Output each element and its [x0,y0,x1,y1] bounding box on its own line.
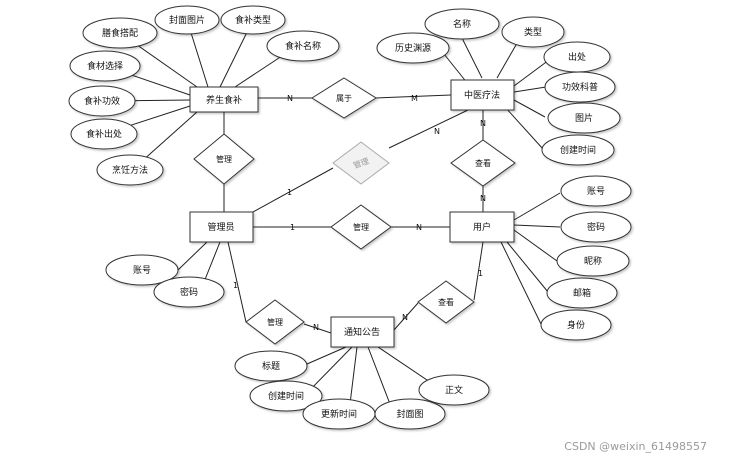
attribute-yangsheng: 烹饪方法 [96,154,164,186]
svg-text:邮箱: 邮箱 [573,287,591,299]
relationship-belongs: 属于 [311,77,377,119]
entity-label: 养生食补 [206,94,242,106]
cardinality-label: N [313,323,319,332]
relationship-label: 管理 [353,222,369,232]
svg-text:食补名称: 食补名称 [285,40,321,52]
entity-label: 通知公告 [344,326,380,338]
attribute-zhongyi: 名称 [424,8,500,40]
cardinality-label: 1 [290,223,295,232]
attribute-zhongyi: 功效科普 [544,71,616,103]
svg-text:密码: 密码 [587,221,605,233]
relationship-manage-faded: 管理 [332,141,390,185]
cardinality-label: 1 [233,281,238,290]
attribute-user: 邮箱 [546,277,618,309]
svg-text:账号: 账号 [587,186,605,197]
svg-text:昵称: 昵称 [584,255,602,267]
cardinality-label: M [411,94,418,103]
cardinality-label: N [480,119,486,128]
attribute-notice: 标题 [234,350,308,382]
svg-text:膳食搭配: 膳食搭配 [102,27,138,39]
cardinality-label: N [434,127,440,136]
svg-text:食补类型: 食补类型 [235,14,271,26]
svg-text:类型: 类型 [524,26,542,38]
cardinality-label: N [402,313,408,322]
entity-zhongyi: 中医疗法 [450,79,515,111]
entity-label: 管理员 [207,221,234,233]
attribute-zhongyi: 图片 [547,102,621,134]
cardinality-label: 1 [478,269,483,278]
entity-user: 用户 [449,211,515,243]
cardinality-label: 1 [287,188,292,197]
relationship-manage-admin-notice: 管理 [245,299,305,345]
svg-text:封面图片: 封面图片 [169,14,205,26]
relationship-manage-admin-user: 管理 [330,204,392,250]
svg-text:名称: 名称 [453,18,471,30]
attribute-notice: 更新时间 [302,398,376,430]
attribute-yangsheng: 食补功效 [68,85,136,117]
attribute-admin: 密码 [153,276,225,308]
relationship-label: 查看 [475,158,491,168]
entity-label: 用户 [473,221,491,233]
entity-yangsheng: 养生食补 [189,86,259,113]
relationship-manage-yangsheng: 管理 [193,133,255,185]
relationship-view-user-notice: 查看 [417,280,475,324]
attribute-yangsheng: 食材选择 [69,50,141,82]
svg-text:食材选择: 食材选择 [87,60,123,72]
svg-text:身份: 身份 [567,319,585,331]
attribute-admin: 账号 [105,254,179,286]
entity-notice: 通知公告 [330,316,395,348]
svg-text:烹饪方法: 烹饪方法 [112,164,148,176]
relationship-label: 管理 [267,317,283,327]
attribute-user: 昵称 [556,245,630,277]
attribute-yangsheng: 食补出处 [70,118,138,150]
attribute-notice: 创建时间 [249,380,323,412]
attribute-yangsheng: 膳食搭配 [82,17,158,49]
svg-text:食补出处: 食补出处 [86,128,122,140]
attribute-yangsheng: 食补名称 [266,30,340,62]
cardinality-labels: N M 1 N 1 N N N 1 N 1 N [233,94,486,332]
attribute-zhongyi: 创建时间 [541,134,615,166]
attribute-yangsheng: 食补类型 [220,5,286,35]
svg-text:历史渊源: 历史渊源 [395,42,431,54]
svg-text:密码: 密码 [180,286,198,298]
cardinality-label: N [480,194,486,203]
svg-text:出处: 出处 [568,51,586,63]
svg-text:更新时间: 更新时间 [321,408,357,420]
attribute-notice: 封面图 [374,398,446,430]
attribute-user: 账号 [560,175,632,207]
relationship-label: 管理 [216,154,232,164]
svg-text:创建时间: 创建时间 [268,390,304,402]
attribute-user: 身份 [540,309,612,341]
attribute-ellipses: 膳食搭配 封面图片 食补类型 食补名称 食材选择 食补功效 食补出处 烹饪方法 … [68,5,632,430]
svg-text:封面图: 封面图 [396,408,423,420]
svg-text:食补功效: 食补功效 [84,95,120,107]
attribute-yangsheng: 封面图片 [154,5,220,35]
attribute-notice: 正文 [418,374,490,406]
relationship-label: 属于 [336,94,352,103]
relationship-view-user-zhongyi: 查看 [450,139,516,187]
cardinality-label: N [287,94,293,103]
attribute-user: 密码 [560,211,632,243]
svg-text:账号: 账号 [133,265,151,276]
cardinality-label: N [416,223,422,232]
watermark: CSDN @weixin_61498557 [564,440,707,453]
svg-text:正文: 正文 [445,384,463,396]
attribute-zhongyi: 出处 [543,41,611,73]
relationship-label: 查看 [438,297,454,307]
svg-text:功效科普: 功效科普 [562,81,598,93]
svg-text:标题: 标题 [262,360,280,372]
entity-label: 中医疗法 [464,89,500,101]
attribute-zhongyi: 历史渊源 [376,32,450,64]
entity-admin: 管理员 [189,211,254,243]
svg-text:创建时间: 创建时间 [560,144,596,156]
svg-text:图片: 图片 [575,112,593,124]
attribute-zhongyi: 类型 [501,16,565,48]
